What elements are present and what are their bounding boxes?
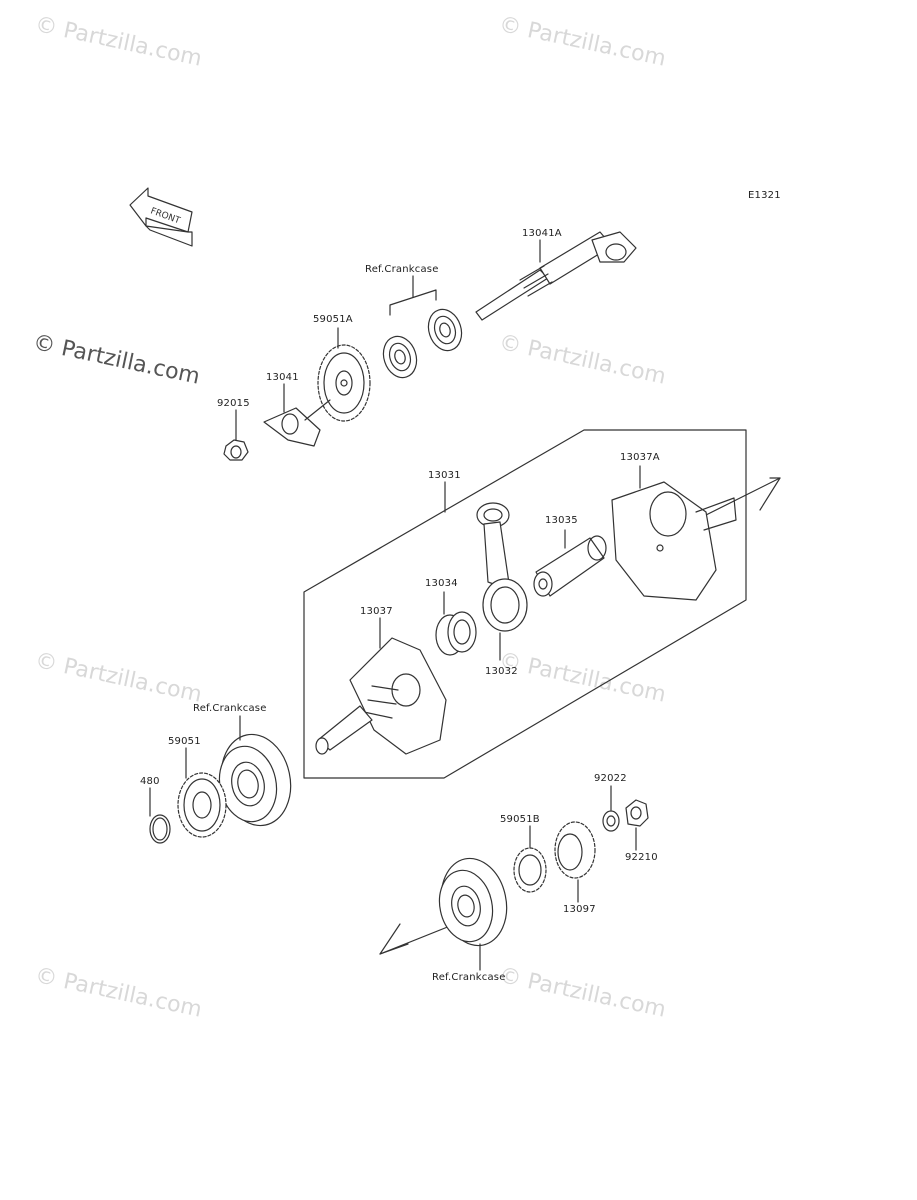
part-label-13034[interactable]: 13034 <box>425 578 458 589</box>
nut-92210-icon <box>625 799 649 827</box>
part-label-13032[interactable]: 13032 <box>485 666 518 677</box>
part-label-ref-crankcase-bottom[interactable]: Ref.Crankcase <box>432 972 506 983</box>
crank-half-left-icon <box>315 637 447 755</box>
bearing-left-icon <box>218 733 292 827</box>
connecting-rod-icon <box>476 502 528 632</box>
gear-59051a-icon <box>317 344 371 422</box>
part-label-ref-crankcase-left[interactable]: Ref.Crankcase <box>193 703 267 714</box>
part-label-13037[interactable]: 13037 <box>360 606 393 617</box>
gear-59051b-icon <box>513 847 547 893</box>
part-label-92210[interactable]: 92210 <box>625 852 658 863</box>
balancer-weight-icon <box>263 407 321 447</box>
part-label-92022[interactable]: 92022 <box>594 773 627 784</box>
crankshaft-assembly-outline <box>303 429 747 779</box>
part-label-92015[interactable]: 92015 <box>217 398 250 409</box>
gear-59051-icon <box>177 772 227 838</box>
washer-icon <box>602 810 620 832</box>
circlip-icon <box>149 814 171 844</box>
bearing-bottom-icon <box>438 857 508 947</box>
part-label-13037a[interactable]: 13037A <box>620 452 660 463</box>
part-label-13031[interactable]: 13031 <box>428 470 461 481</box>
front-arrow-icon <box>129 187 193 247</box>
part-label-59051a[interactable]: 59051A <box>313 314 353 325</box>
part-label-59051b[interactable]: 59051B <box>500 814 540 825</box>
part-label-59051[interactable]: 59051 <box>168 736 201 747</box>
crank-half-right-icon <box>611 481 737 601</box>
balancer-shaft-icon <box>475 231 637 321</box>
bearing-top-right-icon <box>427 308 463 352</box>
gear-13097-icon <box>554 821 596 879</box>
part-label-480[interactable]: 480 <box>140 776 160 787</box>
part-label-13035[interactable]: 13035 <box>545 515 578 526</box>
part-label-13041[interactable]: 13041 <box>266 372 299 383</box>
crank-pin-icon <box>533 535 607 597</box>
part-label-13097[interactable]: 13097 <box>563 904 596 915</box>
nut-92015-icon <box>223 439 249 461</box>
needle-bearing-icon <box>435 611 477 656</box>
part-label-ref-crankcase-top[interactable]: Ref.Crankcase <box>365 264 439 275</box>
part-label-13041a[interactable]: 13041A <box>522 228 562 239</box>
bearing-top-left-icon <box>382 335 418 379</box>
diagram-code: E1321 <box>748 190 781 201</box>
